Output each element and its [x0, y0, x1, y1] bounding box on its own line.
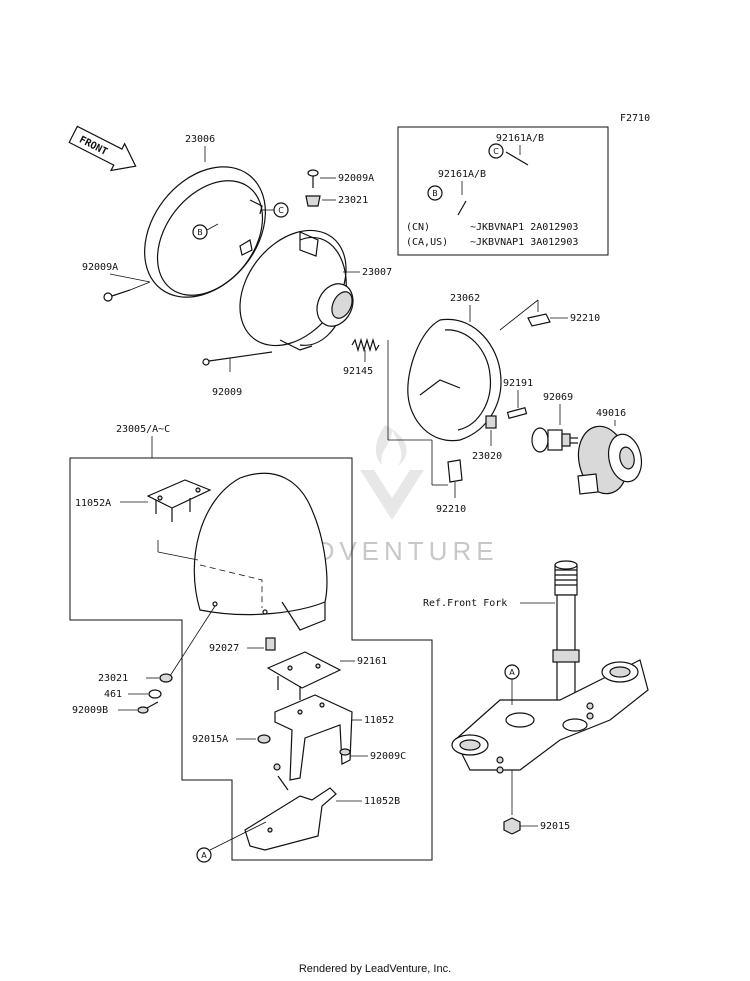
- wire-clip-c: [505, 151, 529, 166]
- svg-text:A: A: [509, 668, 515, 677]
- screw-92009A-top: [307, 169, 319, 188]
- callout-c-rim: C: [273, 202, 289, 218]
- callout-c-inset: C: [488, 143, 504, 159]
- label-23062: 23062: [450, 293, 480, 304]
- plate-92161: [266, 651, 342, 700]
- label-92191: 92191: [503, 378, 533, 389]
- adjuster-screw-92009: [202, 351, 273, 366]
- steering-stem: [552, 560, 580, 706]
- label-23021-lower: 23021: [98, 673, 128, 684]
- figure-code: F2710: [620, 113, 650, 124]
- label-23006: 23006: [185, 134, 215, 145]
- svg-text:C: C: [278, 206, 284, 215]
- headlight-unit-23062: [407, 318, 502, 442]
- label-92027: 92027: [209, 643, 239, 654]
- label-23007: 23007: [362, 267, 392, 278]
- svg-text:B: B: [197, 228, 203, 237]
- inset-row-1-market: (CN): [406, 222, 430, 233]
- label-92009B: 92009B: [72, 705, 108, 716]
- inset-part-b-label: 92161A/B: [438, 169, 486, 180]
- screw-92009A-left: [103, 289, 131, 302]
- bolt-92009B: [137, 701, 159, 714]
- label-11052: 11052: [364, 715, 394, 726]
- label-92145: 92145: [343, 366, 373, 377]
- ref-front-fork-label: Ref.Front Fork: [423, 598, 507, 609]
- front-arrow-icon: FRONT: [68, 125, 137, 172]
- washer-461: [148, 689, 162, 699]
- bolt-92009C: [339, 748, 351, 756]
- inset-row-2-market: (CA,US): [406, 237, 448, 248]
- watermark-logo: [360, 425, 424, 520]
- inset-row-1-serial: ~JKBVNAP1 2A012903: [470, 222, 578, 233]
- spacer-92027: [265, 637, 276, 651]
- clip-92210-bottom: [447, 459, 463, 483]
- headlight-rim: [144, 166, 266, 298]
- label-92210-top: 92210: [570, 313, 600, 324]
- label-49016: 49016: [596, 408, 626, 419]
- label-11052A: 11052A: [75, 498, 111, 509]
- inset-part-c-label: 92161A/B: [496, 133, 544, 144]
- label-92015A: 92015A: [192, 734, 228, 745]
- callout-b-rim: B: [192, 224, 208, 240]
- headlight-assembly-group-box: [69, 457, 433, 861]
- socket-23020: [485, 415, 497, 429]
- label-92015: 92015: [540, 821, 570, 832]
- label-23005: 23005/A~C: [116, 424, 170, 435]
- callout-a-fork: A: [504, 664, 520, 680]
- label-92009C: 92009C: [370, 751, 406, 762]
- bracket-11052: [274, 694, 353, 781]
- spring-92145: [351, 337, 380, 353]
- wire-clip-b: [457, 200, 467, 216]
- svg-text:C: C: [493, 147, 499, 156]
- label-92009A-left: 92009A: [82, 262, 118, 273]
- callout-a-bracket: A: [196, 847, 212, 863]
- pin-92191: [506, 407, 528, 419]
- lower-fork-bracket: [451, 659, 649, 774]
- label-11052B: 11052B: [364, 796, 400, 807]
- nut-92015: [503, 817, 521, 835]
- grommet-23021-lower: [159, 673, 173, 683]
- footer-credit: Rendered by LeadVenture, Inc.: [299, 963, 451, 975]
- label-23021-top: 23021: [338, 195, 368, 206]
- nut-92015A: [257, 734, 271, 744]
- headlight-housing: [239, 229, 354, 351]
- bracket-11052B: [244, 763, 337, 851]
- headlight-shell: [193, 472, 328, 631]
- svg-text:B: B: [432, 189, 438, 198]
- label-461: 461: [104, 689, 122, 700]
- rubber-cap-49016: [577, 425, 643, 495]
- grommet-23021-top: [305, 195, 321, 207]
- label-92161: 92161: [357, 656, 387, 667]
- bulb-92069: [531, 427, 578, 453]
- label-92009: 92009: [212, 387, 242, 398]
- serial-inset-box: [397, 126, 609, 256]
- label-92210-bottom: 92210: [436, 504, 466, 515]
- clip-92210-top: [527, 313, 551, 327]
- label-92009A-top: 92009A: [338, 173, 374, 184]
- svg-text:A: A: [201, 851, 207, 860]
- label-92069: 92069: [543, 392, 573, 403]
- label-23020: 23020: [472, 451, 502, 462]
- inset-row-2-serial: ~JKBVNAP1 3A012903: [470, 237, 578, 248]
- callout-b-inset: B: [427, 185, 443, 201]
- plate-11052A: [146, 479, 212, 522]
